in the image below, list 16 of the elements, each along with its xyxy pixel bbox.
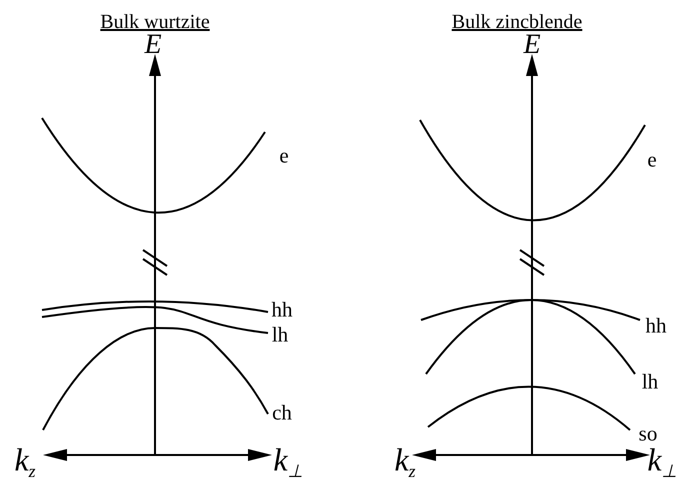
axis-label: k$_{z}$ — [14, 444, 36, 480]
panel-title: Bulk wurtzite — [100, 12, 210, 32]
panel-title: Bulk zincblende — [452, 12, 582, 32]
band-label: so — [638, 424, 658, 444]
axis-label: k$_{⊥}$ — [647, 444, 677, 480]
band-label: hh — [272, 300, 292, 320]
band-label: e — [279, 146, 289, 166]
band-label: hh — [646, 316, 666, 336]
band-label: ch — [272, 402, 292, 424]
band-label: e — [647, 150, 657, 170]
axis-label: E — [144, 31, 162, 59]
axis-label: k$_{z}$ — [394, 444, 416, 480]
axis-label: k$_{⊥}$ — [273, 444, 303, 480]
band-label: lh — [272, 324, 288, 346]
band-label: lh — [642, 372, 658, 392]
axis-label: E — [523, 31, 541, 59]
